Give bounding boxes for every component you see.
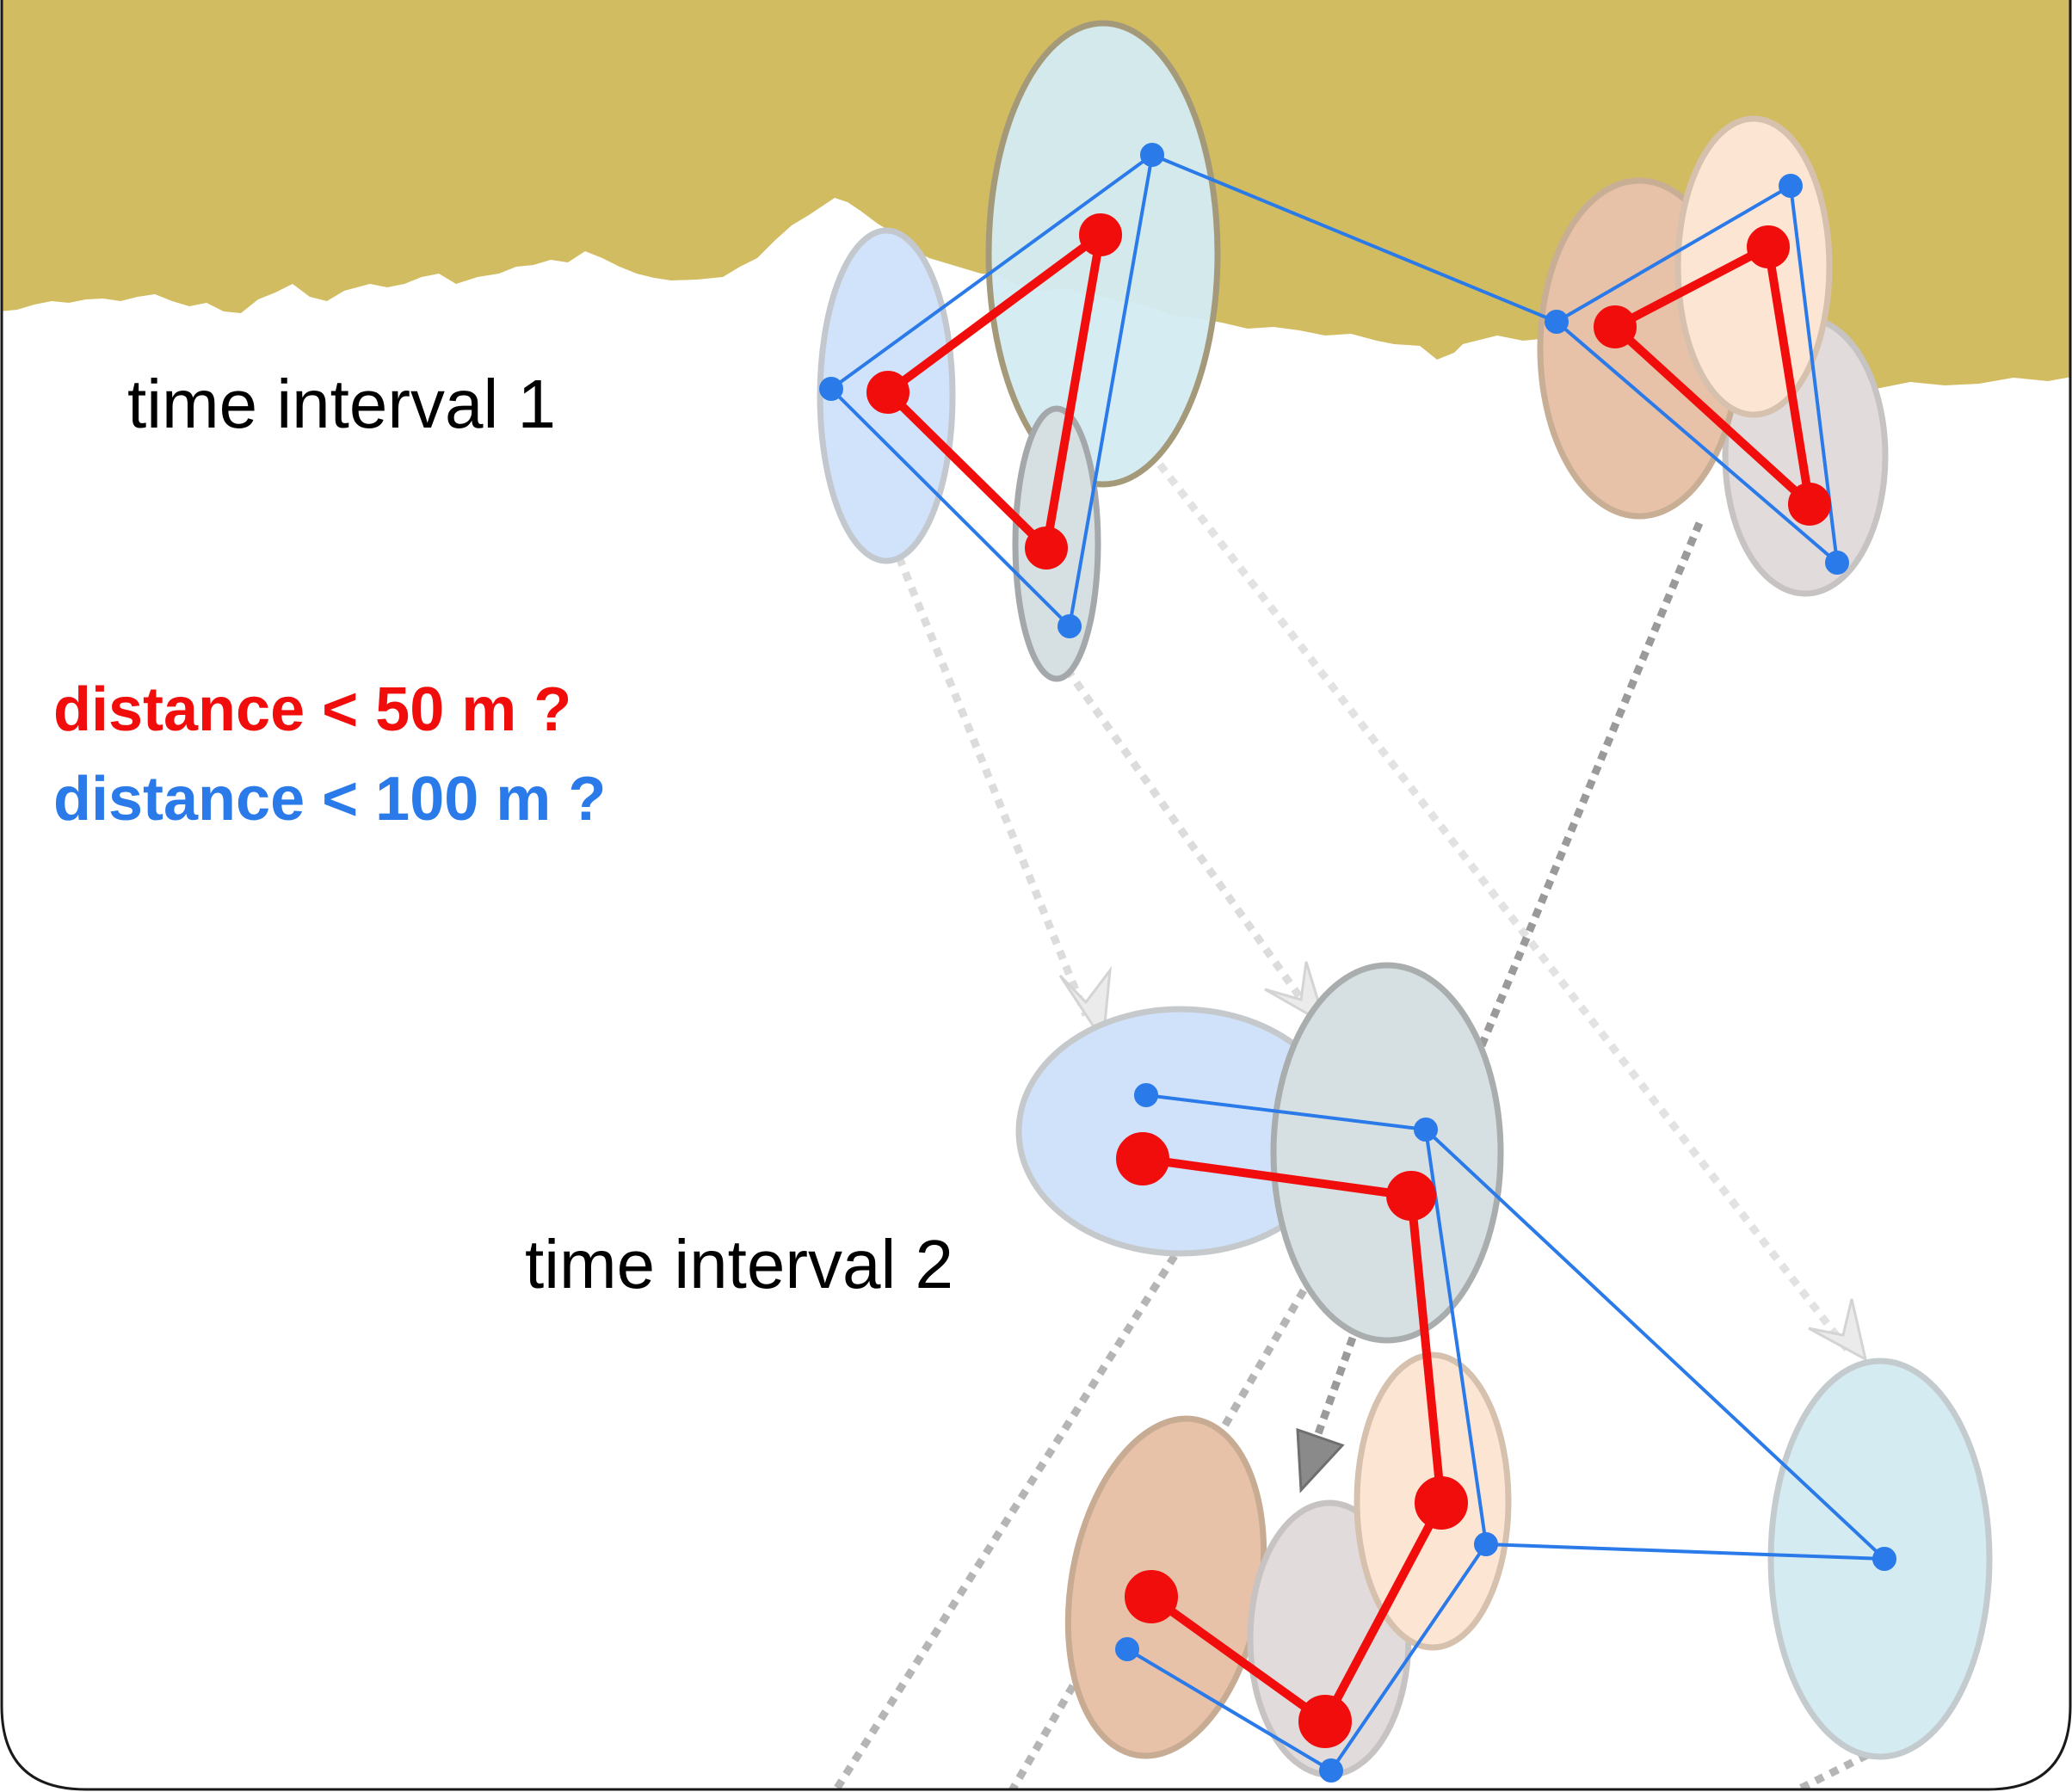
arrow-light-blue bbox=[895, 556, 1090, 1017]
blue-node bbox=[1115, 1637, 1139, 1661]
blue-node bbox=[1058, 614, 1082, 638]
arrow-gray-blue bbox=[1064, 667, 1313, 1013]
red-node bbox=[1594, 305, 1637, 348]
red-node bbox=[1079, 213, 1122, 256]
arrow-brown bbox=[1476, 521, 1704, 1051]
blue-node bbox=[1140, 143, 1164, 167]
blue-node bbox=[1414, 1118, 1438, 1142]
red-node bbox=[1116, 1132, 1169, 1185]
red-node bbox=[1788, 483, 1831, 526]
blue-node bbox=[1825, 551, 1849, 575]
blue-network-t2 bbox=[1115, 1083, 1896, 1783]
individual-peach-t1 bbox=[1674, 115, 1833, 418]
blue-node bbox=[1779, 174, 1803, 198]
blue-network-t1 bbox=[819, 143, 1849, 638]
red-network-t2 bbox=[1116, 1132, 1468, 1748]
arrow-peach-head bbox=[1296, 1427, 1345, 1493]
red-node bbox=[1415, 1476, 1468, 1530]
blue-node bbox=[819, 377, 843, 401]
interval-2-individuals bbox=[1015, 962, 1993, 1778]
blue-distance-question: distance < 100 m ? bbox=[53, 765, 606, 834]
blue-node bbox=[1474, 1532, 1498, 1556]
blue-node bbox=[1545, 310, 1569, 334]
migration-arrows bbox=[831, 462, 1870, 1789]
blue-node bbox=[1134, 1083, 1158, 1107]
red-node bbox=[1386, 1171, 1436, 1221]
arrow-cyan bbox=[1156, 462, 1852, 1353]
red-node bbox=[1747, 225, 1790, 268]
individual-gray-blue-t2 bbox=[1270, 962, 1504, 1344]
blue-node bbox=[1872, 1547, 1896, 1571]
red-distance-question: distance < 50 m ? bbox=[53, 675, 571, 744]
arrow-gray-blue-head bbox=[1264, 961, 1328, 1027]
time-interval-1-label: time interval 1 bbox=[127, 366, 556, 442]
red-node bbox=[1298, 1695, 1352, 1748]
arrow-out-1 bbox=[831, 1253, 1178, 1789]
red-node bbox=[1025, 527, 1068, 570]
red-node bbox=[1125, 1570, 1178, 1623]
arrow-out-3 bbox=[1796, 1751, 1870, 1789]
red-network-t1 bbox=[866, 213, 1831, 570]
blue-node bbox=[1319, 1758, 1343, 1783]
arrow-cyan-head bbox=[1808, 1298, 1868, 1362]
time-interval-2-label: time interval 2 bbox=[525, 1226, 953, 1302]
red-node bbox=[866, 371, 910, 414]
